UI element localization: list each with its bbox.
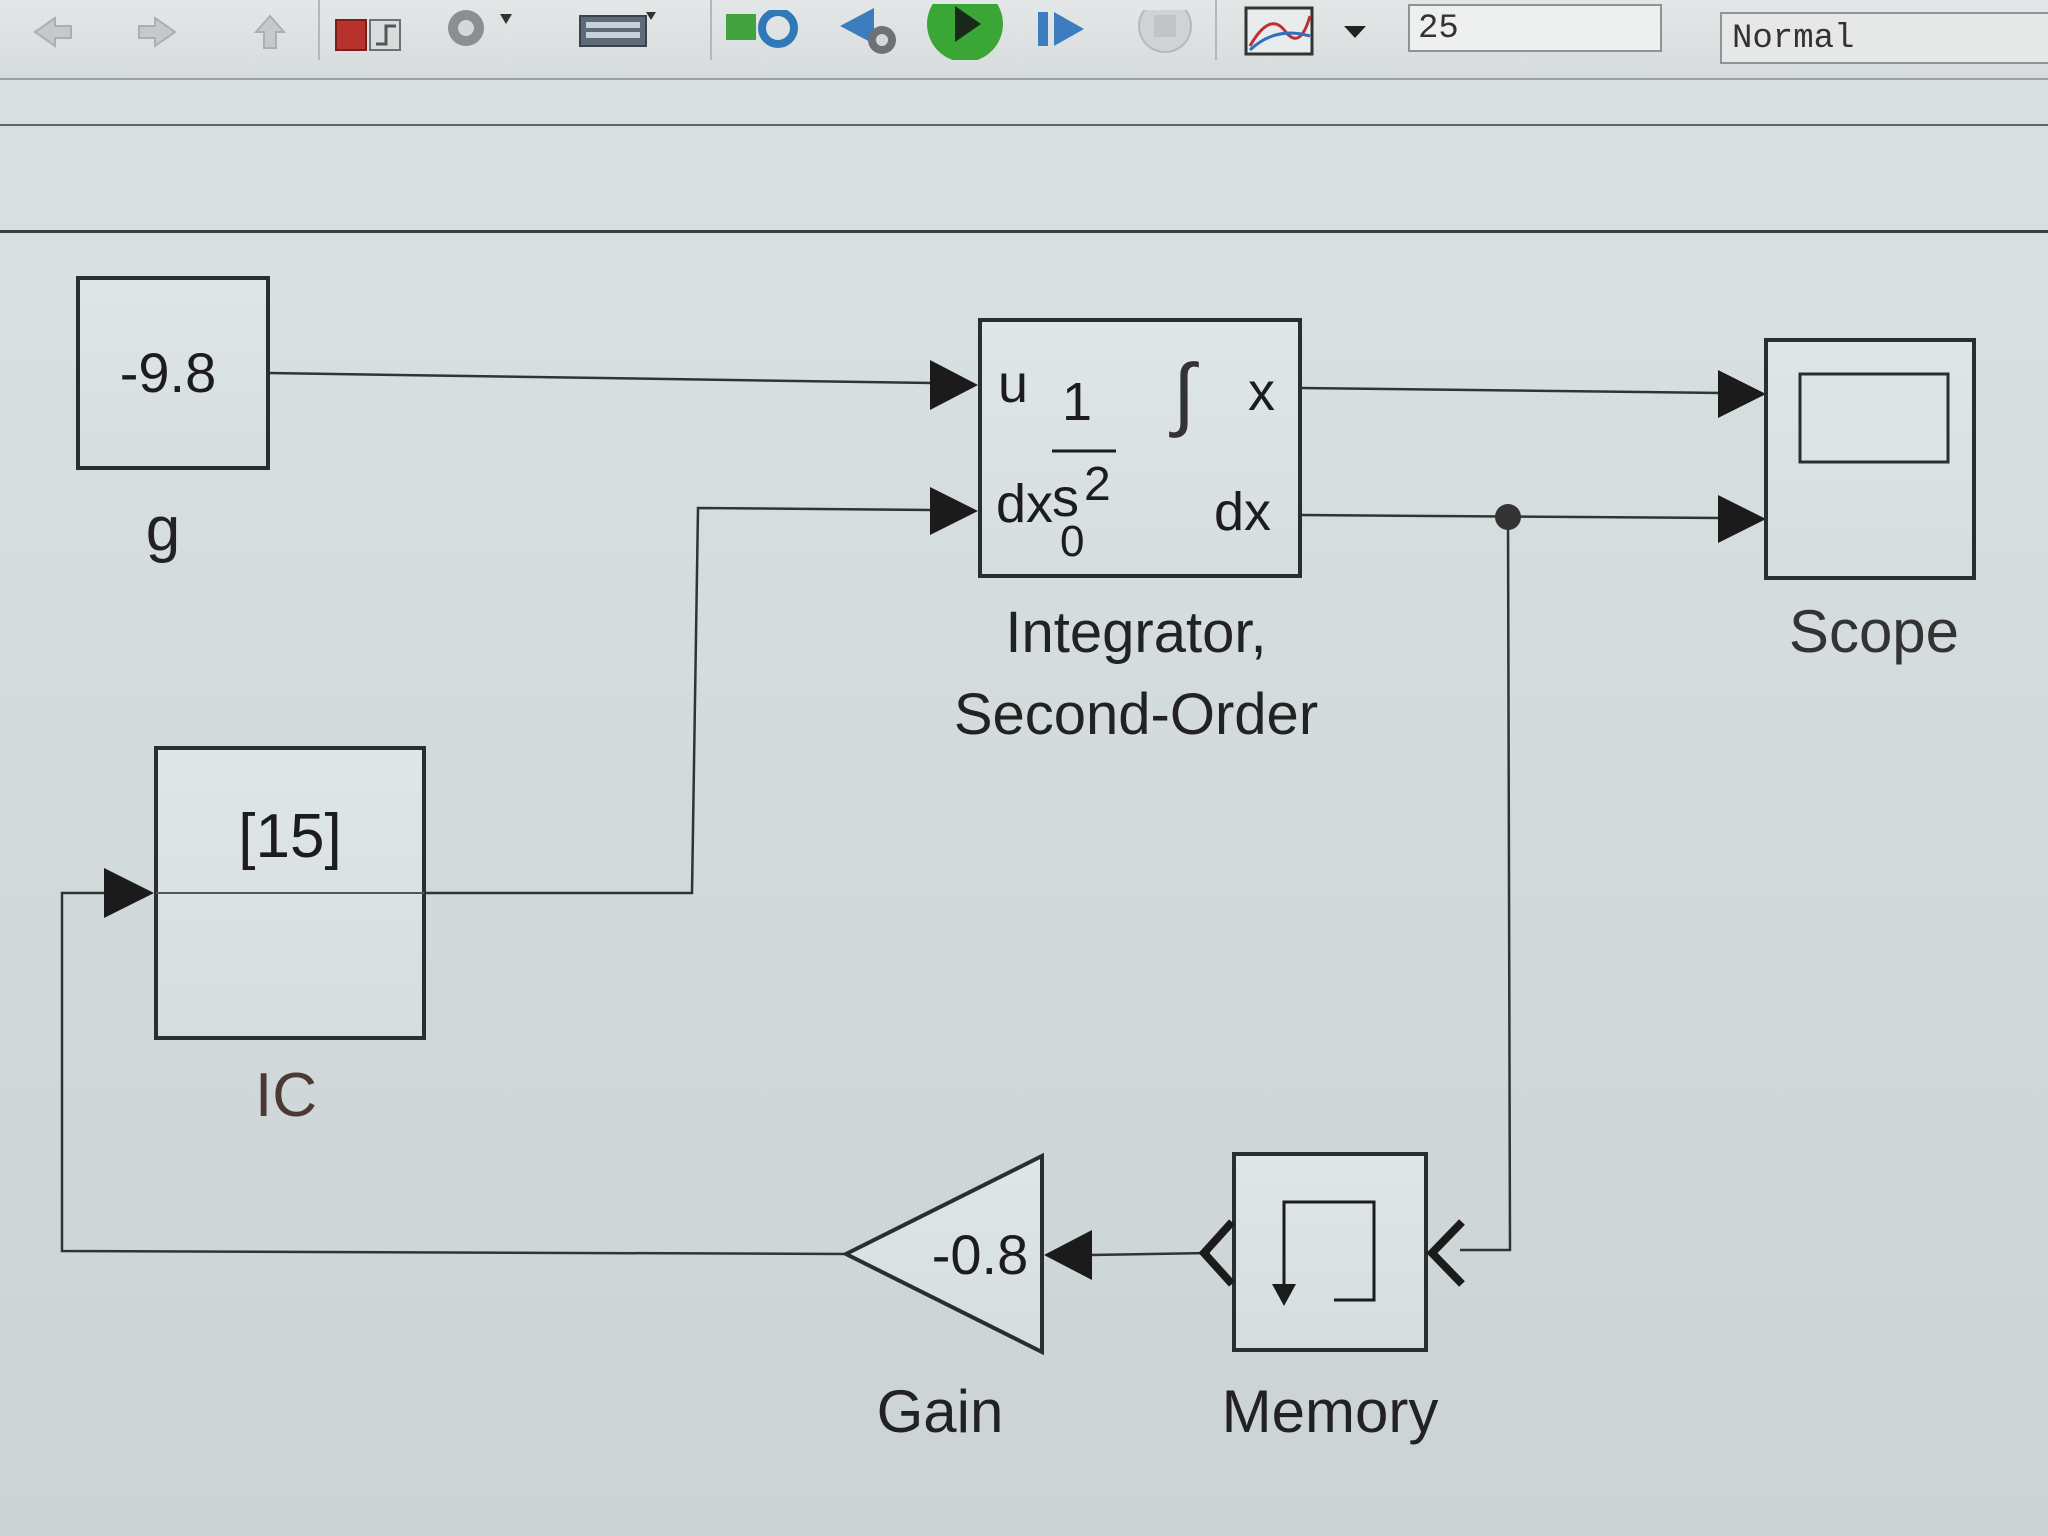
model-explorer-icon[interactable] [560,4,660,60]
arrowhead-ic [104,868,154,918]
transfer-numerator: 1 [1062,372,1092,432]
signal-line-g-to-u[interactable] [267,371,933,385]
simulation-mode-select[interactable]: Normal [1720,12,2048,64]
integrator-label-line2: Second-Order [954,682,1318,747]
port-label-x: x [1248,362,1275,422]
forward-arrow-icon[interactable] [130,4,190,60]
constant-block-g[interactable]: -9.8 [76,276,270,470]
port-label-u: u [998,354,1028,414]
integrator-label-line1: Integrator, [1005,600,1266,665]
arrowhead-dx0 [930,487,978,535]
memory-input-chevron [1426,1219,1465,1287]
ic-block[interactable]: [15] [154,746,426,1040]
stop-icon[interactable] [1130,4,1200,60]
scope-screen-icon [1798,372,1950,464]
transfer-denominator: s [1052,468,1079,528]
signal-line-ic-to-dx0[interactable] [424,506,933,895]
dropdown-arrow-icon[interactable] [1330,4,1380,60]
constant-label-g: g [146,495,180,564]
signal-line-branch-to-memory[interactable] [1460,516,1512,1252]
step-back-icon[interactable] [830,4,910,60]
transfer-denominator-exponent: 2 [1084,458,1111,511]
signal-line-gain-to-ic[interactable] [60,891,849,1256]
gain-block[interactable]: -0.8 [841,1152,1044,1356]
arrowhead-scope-2 [1718,495,1766,543]
signal-line-x-to-scope[interactable] [1299,386,1723,395]
scope-block[interactable] [1764,338,1976,580]
back-arrow-icon[interactable] [20,4,80,60]
model-canvas[interactable]: -9.8 g [15] IC u dx 0 1 s 2 ∫ x [0,233,2048,1536]
run-icon[interactable] [925,4,1005,60]
model-settings-gear-icon[interactable] [430,4,520,60]
scope-record-icon[interactable] [1240,4,1330,60]
memory-output-chevron [1198,1219,1235,1287]
gain-value: -0.8 [932,1223,1029,1286]
memory-label: Memory [1222,1378,1439,1445]
ic-value: [15] [238,802,341,871]
integral-sign: ∫ [1168,348,1199,438]
integrator-second-order-block[interactable]: u dx 0 1 s 2 ∫ x dx [978,318,1302,578]
signal-line-memory-to-gain[interactable] [1089,1251,1211,1257]
memory-block[interactable] [1198,1152,1465,1352]
library-browser-icon[interactable] [330,4,410,60]
port-label-dx: dx [1214,482,1271,542]
update-diagram-icon[interactable] [720,4,810,60]
constant-value: -9.8 [120,341,217,404]
arrowhead-scope-1 [1718,370,1766,418]
step-forward-icon[interactable] [1030,4,1100,60]
port-label-dx0-subscript: 0 [1060,517,1084,566]
memory-loop-icon [1282,1200,1376,1302]
scope-label: Scope [1789,598,1959,665]
arrowhead-u [930,360,978,410]
breadcrumb-bar [0,80,2048,233]
toolbar: 25 Normal [0,0,2048,80]
port-label-dx0: dx [996,474,1053,534]
stop-time-field[interactable]: 25 [1408,4,1662,52]
arrowhead-gain [1044,1230,1092,1280]
ic-label: IC [255,1061,317,1130]
up-level-icon[interactable] [240,4,300,60]
gain-label: Gain [877,1378,1004,1445]
